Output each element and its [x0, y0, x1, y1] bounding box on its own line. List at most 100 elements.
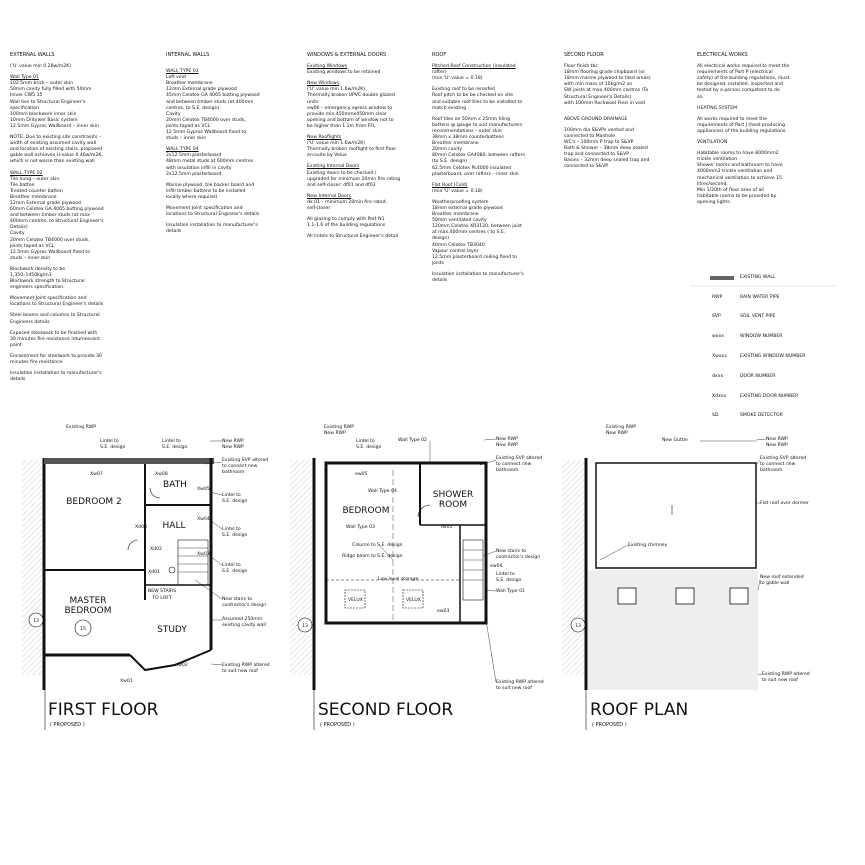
- first-rwpalt-b: to suit new roof: [222, 668, 258, 674]
- wt02-lines-0: Tile hung – outer skin: [10, 176, 60, 182]
- first-smoke-detector: [168, 566, 176, 574]
- blockwork-lines-1: 1,350–1450kg/m3: [10, 273, 52, 278]
- new-windows-lines-6: be higher than 1.1m from FFL: [307, 123, 376, 129]
- second-rwpalt-b: to suit new roof: [496, 685, 532, 691]
- room-master-1: MASTER: [69, 596, 106, 606]
- heating-lines-2: appliances) of the building regulations.: [697, 128, 787, 134]
- second-new-rwp-3: New RWP: [496, 442, 518, 448]
- flat-lines-8: Vapour control layer: [432, 248, 479, 254]
- wt04-lines-3: 2x12.5mm plasterboard: [166, 171, 222, 177]
- vent-lines-1: trickle ventilation: [697, 157, 738, 163]
- first-xd02: Xd02: [150, 546, 162, 552]
- heading-external-walls: EXTERNAL WALLS: [10, 52, 55, 58]
- wt02-lines-13: studs – inner skin: [10, 255, 51, 261]
- second-stairs-a: New stairs to: [496, 548, 526, 554]
- int-insulation-lines: Insulation installation to manufacturer'…: [166, 223, 296, 235]
- wt03-lines-9: 12.5mm Gyproc Wallboard fixed to: [166, 130, 247, 136]
- wt03-lines-5: centres, to S.E. design): [166, 105, 220, 111]
- second-stairs-b: contractor's design: [496, 554, 540, 560]
- electrical-lines-3: be designed, installed, inspected and: [697, 82, 784, 88]
- notes-roof: ROOF Pitched Roof Construction (insulate…: [432, 52, 552, 284]
- second-wt02: Wall Type 02: [398, 437, 427, 443]
- velux-2: [402, 589, 424, 609]
- second-svp-c: bathroom: [496, 467, 519, 473]
- new-windows-title: New Windows: [307, 81, 339, 87]
- roof-new-rwp: New RWP: [606, 430, 628, 436]
- int-doors-lines-1: upgraded for minimum 20min fire rating: [307, 176, 401, 182]
- electrical-lines-5: so.: [697, 94, 704, 100]
- rooflights-lines-1: Thermally broken rooflight to first floo…: [307, 147, 397, 153]
- rooflights-lines: ('U' value min 1.6w/m2K)Thermally broken…: [307, 141, 427, 159]
- first-lintel1a: Lintel to: [100, 438, 119, 444]
- tile-lines-6: 80mm Celotex GA4080, between rafters: [432, 153, 525, 159]
- new-doors-lines-0: dx 01 – minimum 20min fire rated,: [307, 199, 388, 205]
- electrical-lines-0: All electrical works required to meet th…: [697, 64, 790, 70]
- flat-title: Flat Roof (Cold): [432, 182, 468, 188]
- ext-note-lines-2: and location of existing stairs, propose…: [10, 147, 103, 153]
- new-windows-lines-2: units: [307, 99, 319, 105]
- drainage-lines-4: trap and connected to S&VP: [564, 152, 629, 158]
- roof-new-rwp-3: New RWP: [766, 442, 788, 448]
- second-dx01: dx01: [441, 524, 453, 530]
- glazing-lines-1: 1.1-1.6 of the building regulations: [307, 223, 386, 229]
- new-doors-title: New Internal Doors: [307, 193, 352, 199]
- tile-lines-1: battens @ gauge to suit manufacturers: [432, 122, 523, 128]
- legend-existing-wall-swatch: [710, 276, 734, 280]
- ext-note-lines-0: NOTE: Due to existing site constraints –: [10, 135, 102, 141]
- roof-plan-subtitle: ( PROPOSED ): [592, 722, 627, 728]
- wt02-lines-5: 60mm Celotex GA 4065 butting plywood: [10, 207, 104, 213]
- wt01-lines-3: Wall ties to Structural Engineer's: [10, 99, 86, 105]
- drainage-lines-2: WC's – 100mm P trap to S&VP: [564, 140, 634, 146]
- first-neighbour-hatch: [22, 460, 42, 675]
- new-windows-lines-0: ('U' value min 1.6w/m2K): [307, 87, 366, 93]
- ext-subheading: ('U' value min 0.28w/m2K): [10, 64, 72, 70]
- wt03-lines-3: 45mm Celotex GA 4065 butting plywood: [166, 93, 260, 99]
- pitched-title: Pitched Roof Construction (insulated: [432, 64, 516, 70]
- ext-insulation-lines: Insulation installation to manufacturer'…: [10, 371, 150, 383]
- electrical-lines-4: tested by a person competent to do: [697, 88, 780, 94]
- first-svp-a: Existing SVP altered: [222, 457, 268, 463]
- wt04-lines-2: with insulation infill in cavity: [166, 165, 232, 171]
- roof-insulation-lines: Insulation installation to manufacturer'…: [432, 272, 552, 284]
- vent-title: VENTILATION: [697, 140, 728, 146]
- drainage-lines-6: connected to S&VP: [564, 164, 608, 170]
- roof-flat-dormer: [595, 462, 757, 569]
- second-svp-b: to connect new: [496, 461, 532, 467]
- first-bay-window: [129, 649, 212, 672]
- first-new-stairs-2: TO LOFT: [151, 595, 171, 601]
- wt01-lines-2: Iniver CW5 35: [10, 93, 43, 99]
- velux-1: [344, 589, 366, 609]
- room-bedroom-2: BEDROOM 2: [66, 497, 122, 507]
- roof-svp-b: to connect new: [760, 461, 796, 467]
- first-xd01: Xd01: [148, 569, 160, 575]
- second-ew05: ew05: [355, 471, 368, 477]
- wt02-title: WALL TYPE 02: [10, 170, 43, 176]
- roof-plan: 13 Existing RWP New RWP New Gutter New R…: [562, 424, 810, 730]
- heading-roof: ROOF: [432, 52, 447, 58]
- ext-note-lines-4: which is not worse than existing wall: [10, 159, 95, 165]
- roof-grid-label: 13: [575, 623, 581, 629]
- flat-lines-1: 18mm external grade plywood: [432, 205, 503, 211]
- tile-lines-2: recommendations – outer skin: [432, 128, 502, 134]
- legend-code-4: Xwxxx: [712, 354, 728, 359]
- wt01-lines-7: 12.5mm Gyproc Wallboard – inner skin: [10, 123, 100, 129]
- wt02-lines-6: and between timber studs (at max: [10, 213, 90, 219]
- wt03-lines-7: 20mm Celotex TB4000 over studs,: [166, 117, 246, 123]
- legend-code-1: RWP: [712, 295, 723, 300]
- rooflight-3: [729, 587, 749, 605]
- first-floor-subtitle: ( PROPOSED ): [50, 722, 85, 728]
- second-floor-lines-3: with min mass of 10kg/m2 on: [564, 82, 633, 88]
- roof-neighbour-hatch: [562, 460, 584, 675]
- first-xw01: Xw01: [120, 678, 133, 684]
- first-stairs-a: New stairs to: [222, 596, 252, 602]
- flat-lines-2: Breather membrane: [432, 212, 479, 218]
- flat-lines-6: design): [432, 236, 450, 242]
- ext-note-lines-1: width of existing assumed cavity wall: [10, 141, 97, 147]
- exposed-lines-1: 30 minutes fire resistance intumescent: [10, 336, 101, 342]
- existing-windows-lines: Existing windows to be retained: [307, 70, 427, 76]
- wt02-lines-9: Cavity: [10, 231, 25, 237]
